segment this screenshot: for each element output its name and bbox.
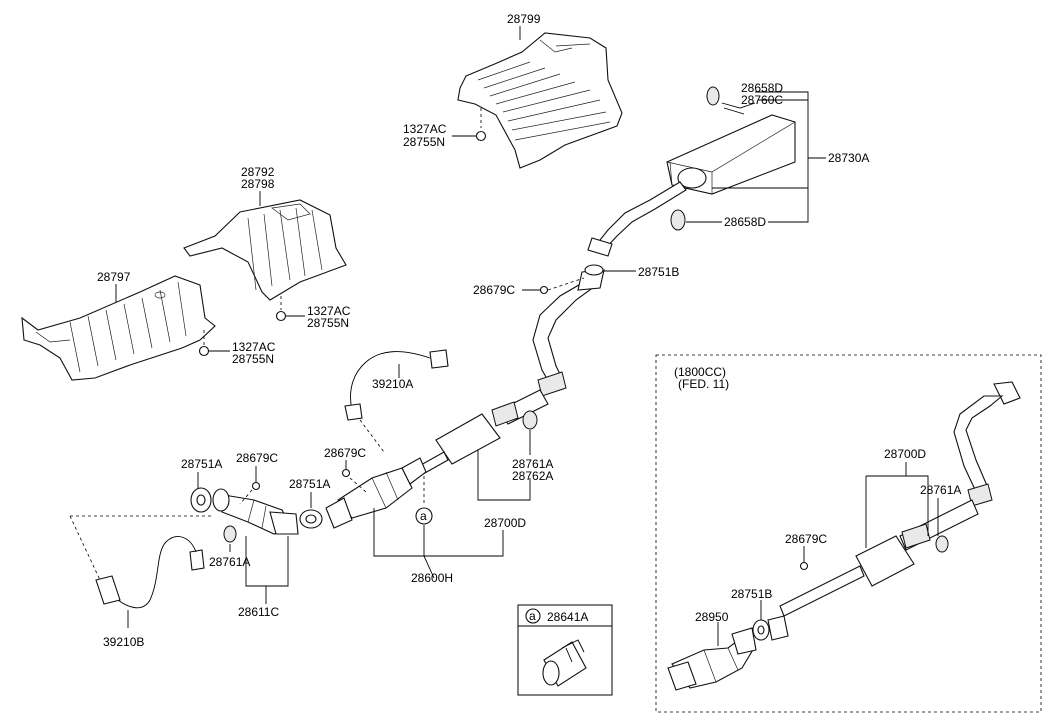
variant-box bbox=[655, 354, 1042, 713]
clamp-28641a[interactable] bbox=[542, 639, 587, 687]
gasket-28751a-center[interactable] bbox=[299, 492, 323, 529]
variant-center-pipe[interactable] bbox=[779, 381, 1021, 617]
hanger-28658d-bottom[interactable] bbox=[670, 209, 722, 231]
variant-catalytic-28950[interactable] bbox=[667, 622, 757, 691]
callout-a-circle bbox=[415, 507, 433, 525]
label-28798: 28798 bbox=[241, 177, 275, 191]
nut-1327ac-top[interactable] bbox=[452, 108, 487, 142]
gasket-28751b-center[interactable] bbox=[584, 264, 636, 276]
variant-bolt-28679c[interactable] bbox=[799, 546, 809, 571]
label-28950: 28950 bbox=[695, 610, 729, 624]
label-28679c-center: 28679C bbox=[473, 283, 515, 297]
label-28761a-left: 28761A bbox=[209, 555, 250, 569]
label-28751b-center: 28751B bbox=[638, 265, 679, 279]
label-28641a: 28641A bbox=[547, 610, 588, 624]
hanger-28761a-left[interactable] bbox=[223, 525, 237, 552]
label-1327ac-left: 1327AC bbox=[232, 340, 276, 354]
callout-a-text: a bbox=[420, 509, 427, 523]
bracket-28600h bbox=[373, 508, 504, 579]
front-pipe-28611c[interactable] bbox=[217, 493, 299, 535]
label-28761a-center: 28761A bbox=[512, 457, 553, 471]
label-28600h: 28600H bbox=[411, 571, 453, 585]
nut-1327ac-left[interactable] bbox=[198, 330, 231, 357]
bolt-28679c-cat[interactable] bbox=[341, 460, 367, 493]
label-28679c-cat: 28679C bbox=[324, 446, 366, 460]
center-pipe-28700d[interactable] bbox=[411, 269, 605, 479]
label-39210a: 39210A bbox=[372, 377, 413, 391]
label-1327ac-top: 1327AC bbox=[403, 122, 447, 136]
bolt-28679c-left[interactable] bbox=[239, 466, 261, 505]
label-28799: 28799 bbox=[507, 12, 541, 26]
hanger-28761a-center[interactable] bbox=[522, 410, 538, 430]
oxygen-sensor-39210b[interactable] bbox=[69, 515, 214, 609]
nut-1327ac-mid[interactable] bbox=[275, 296, 306, 322]
muffler-28730a[interactable] bbox=[587, 114, 796, 257]
bracket-28700d bbox=[477, 430, 531, 501]
label-28658d-bottom: 28658D bbox=[724, 215, 766, 229]
variant-hanger-28761a[interactable] bbox=[935, 535, 949, 553]
label-28751a-center: 28751A bbox=[289, 477, 330, 491]
oxygen-sensor-39210a[interactable] bbox=[344, 349, 449, 453]
variant-bracket-28700d bbox=[865, 475, 939, 548]
heat-shield-28792[interactable] bbox=[183, 199, 347, 301]
label-28730a: 28730A bbox=[828, 151, 869, 165]
heat-shield-28797[interactable] bbox=[21, 275, 216, 381]
label-28760c: 28760C bbox=[741, 93, 783, 107]
bracket-28730a bbox=[712, 91, 826, 223]
label-28751a-left: 28751A bbox=[181, 457, 222, 471]
label-28700d-variant: 28700D bbox=[884, 447, 926, 461]
label-28700d: 28700D bbox=[484, 516, 526, 530]
label-28755n-left: 28755N bbox=[232, 352, 274, 366]
variant-gasket-28751b[interactable] bbox=[752, 600, 789, 641]
label-28797: 28797 bbox=[97, 270, 131, 284]
variant-label-2: (FED. 11) bbox=[678, 377, 729, 391]
catalytic-converter-28600h[interactable] bbox=[325, 457, 427, 529]
label-39210b: 39210B bbox=[103, 635, 144, 649]
label-28755n-top: 28755N bbox=[403, 135, 445, 149]
label-28761a-variant: 28761A bbox=[920, 483, 961, 497]
label-28679c-variant: 28679C bbox=[785, 532, 827, 546]
hanger-28658d-top[interactable] bbox=[706, 86, 756, 115]
heat-shield-28799[interactable] bbox=[457, 32, 623, 169]
label-28611c: 28611C bbox=[238, 605, 279, 619]
label-28658d-top: 28658D bbox=[741, 81, 783, 95]
label-28762a: 28762A bbox=[512, 469, 553, 483]
bolt-28679c-center[interactable] bbox=[522, 277, 585, 295]
gasket-28751a-left[interactable] bbox=[190, 487, 230, 513]
label-1327ac-mid: 1327AC bbox=[307, 304, 351, 318]
label-28751b-variant: 28751B bbox=[731, 587, 772, 601]
legend-letter: a bbox=[529, 609, 536, 623]
label-28679c-left: 28679C bbox=[236, 451, 278, 465]
variant-label-1: (1800CC) bbox=[674, 365, 726, 379]
label-28755n-mid: 28755N bbox=[307, 316, 349, 330]
label-28792: 28792 bbox=[241, 165, 275, 179]
bracket-28611c bbox=[245, 536, 289, 587]
